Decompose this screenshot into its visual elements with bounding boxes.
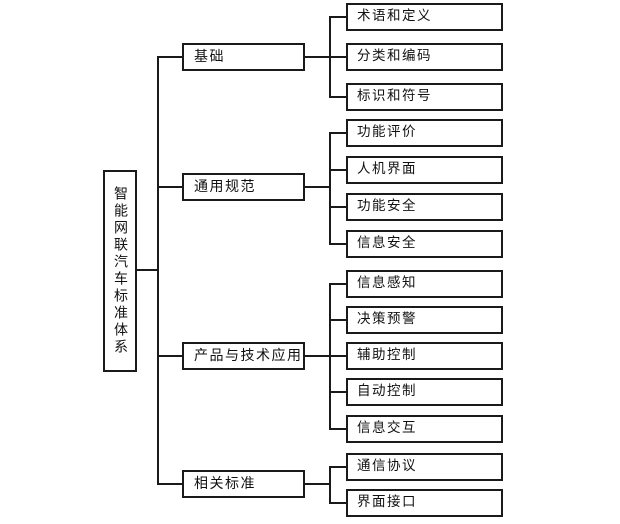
connector-root-stub bbox=[137, 269, 159, 271]
leaf-node-juceyujing[interactable]: 决策预警 bbox=[346, 306, 503, 334]
leaf-node-label: 标识和符号 bbox=[357, 88, 432, 105]
leaf-node-label: 通信协议 bbox=[357, 458, 417, 475]
leaf-node-shuyuhedingyi[interactable]: 术语和定义 bbox=[346, 3, 503, 31]
connector-group0-leaf-0 bbox=[329, 16, 348, 18]
leaf-node-gongnenganquan[interactable]: 功能安全 bbox=[346, 193, 503, 221]
connector-group2-leaf-3 bbox=[329, 391, 348, 393]
leaf-node-label: 功能评价 bbox=[357, 124, 417, 141]
leaf-node-label: 自动控制 bbox=[357, 383, 417, 400]
leaf-node-label: 辅助控制 bbox=[357, 347, 417, 364]
leaf-node-label: 术语和定义 bbox=[357, 8, 432, 25]
connector-branch1-stub bbox=[305, 186, 331, 188]
connector-group2-leaf-1 bbox=[329, 319, 348, 321]
leaf-node-label: 信息安全 bbox=[357, 235, 417, 252]
branch-node-chanpinyujishuyingyong[interactable]: 产品与技术应用 bbox=[182, 342, 305, 370]
leaf-node-label: 界面接口 bbox=[357, 494, 417, 511]
branch-node-xiangguanbiaozhun[interactable]: 相关标准 bbox=[182, 470, 305, 498]
leaf-node-label: 决策预警 bbox=[357, 311, 417, 328]
connector-group1-leaf-3 bbox=[329, 243, 348, 245]
leaf-node-label: 分类和编码 bbox=[357, 48, 432, 65]
branch-node-label: 产品与技术应用 bbox=[194, 347, 303, 364]
leaf-node-renjijiemian[interactable]: 人机界面 bbox=[346, 156, 503, 184]
connector-branch2-stub bbox=[305, 355, 331, 357]
connector-branch3-stub bbox=[305, 483, 331, 485]
connector-trunk-to-branch-3 bbox=[157, 483, 184, 485]
connector-trunk-to-branch-0 bbox=[157, 56, 184, 58]
leaf-node-label: 人机界面 bbox=[357, 161, 417, 178]
leaf-node-jiemianjiekou[interactable]: 界面接口 bbox=[346, 489, 503, 517]
connector-group0-leaf-2 bbox=[329, 96, 348, 98]
branch-node-tongyongguifan[interactable]: 通用规范 bbox=[182, 173, 305, 201]
connector-group2-leaf-0 bbox=[329, 283, 348, 285]
connector-group3-leaf-0 bbox=[329, 466, 348, 468]
connector-branch0-stub bbox=[305, 56, 331, 58]
connector-group1-leaf-2 bbox=[329, 206, 348, 208]
connector-group1-leaf-1 bbox=[329, 169, 348, 171]
leaf-node-label: 信息感知 bbox=[357, 275, 417, 292]
connector-group3-leaf-1 bbox=[329, 502, 348, 504]
leaf-node-fuzhukongzhi[interactable]: 辅助控制 bbox=[346, 342, 503, 370]
connector-group1-leaf-0 bbox=[329, 132, 348, 134]
leaf-node-label: 信息交互 bbox=[357, 420, 417, 437]
leaf-node-xinxiganzhi[interactable]: 信息感知 bbox=[346, 270, 503, 298]
connector-group1-trunk bbox=[329, 132, 331, 243]
connector-group0-leaf-1 bbox=[329, 56, 348, 58]
branch-node-label: 基础 bbox=[194, 48, 225, 65]
connector-group3-trunk bbox=[329, 466, 331, 502]
connector-trunk-to-branch-2 bbox=[157, 355, 184, 357]
branch-node-label: 通用规范 bbox=[194, 178, 256, 195]
connector-trunk-to-branch-1 bbox=[157, 186, 184, 188]
leaf-node-tongxinxieyi[interactable]: 通信协议 bbox=[346, 453, 503, 481]
connector-level1-trunk bbox=[157, 56, 159, 483]
leaf-node-xinxianquan[interactable]: 信息安全 bbox=[346, 230, 503, 258]
branch-node-label: 相关标准 bbox=[194, 475, 256, 492]
leaf-node-fenleihebianma[interactable]: 分类和编码 bbox=[346, 43, 503, 71]
root-node[interactable]: 智能网联汽车标准体系 bbox=[103, 170, 137, 372]
leaf-node-zidongkongzhi[interactable]: 自动控制 bbox=[346, 378, 503, 406]
leaf-node-gongnengpingjia[interactable]: 功能评价 bbox=[346, 119, 503, 147]
root-node-label: 智能网联汽车标准体系 bbox=[112, 186, 128, 356]
connector-group2-leaf-4 bbox=[329, 428, 348, 430]
connector-group2-leaf-2 bbox=[329, 355, 348, 357]
leaf-node-biaoshihefuhao[interactable]: 标识和符号 bbox=[346, 83, 503, 111]
leaf-node-label: 功能安全 bbox=[357, 198, 417, 215]
branch-node-jichu[interactable]: 基础 bbox=[182, 43, 305, 71]
leaf-node-xinxijiaohu[interactable]: 信息交互 bbox=[346, 415, 503, 443]
